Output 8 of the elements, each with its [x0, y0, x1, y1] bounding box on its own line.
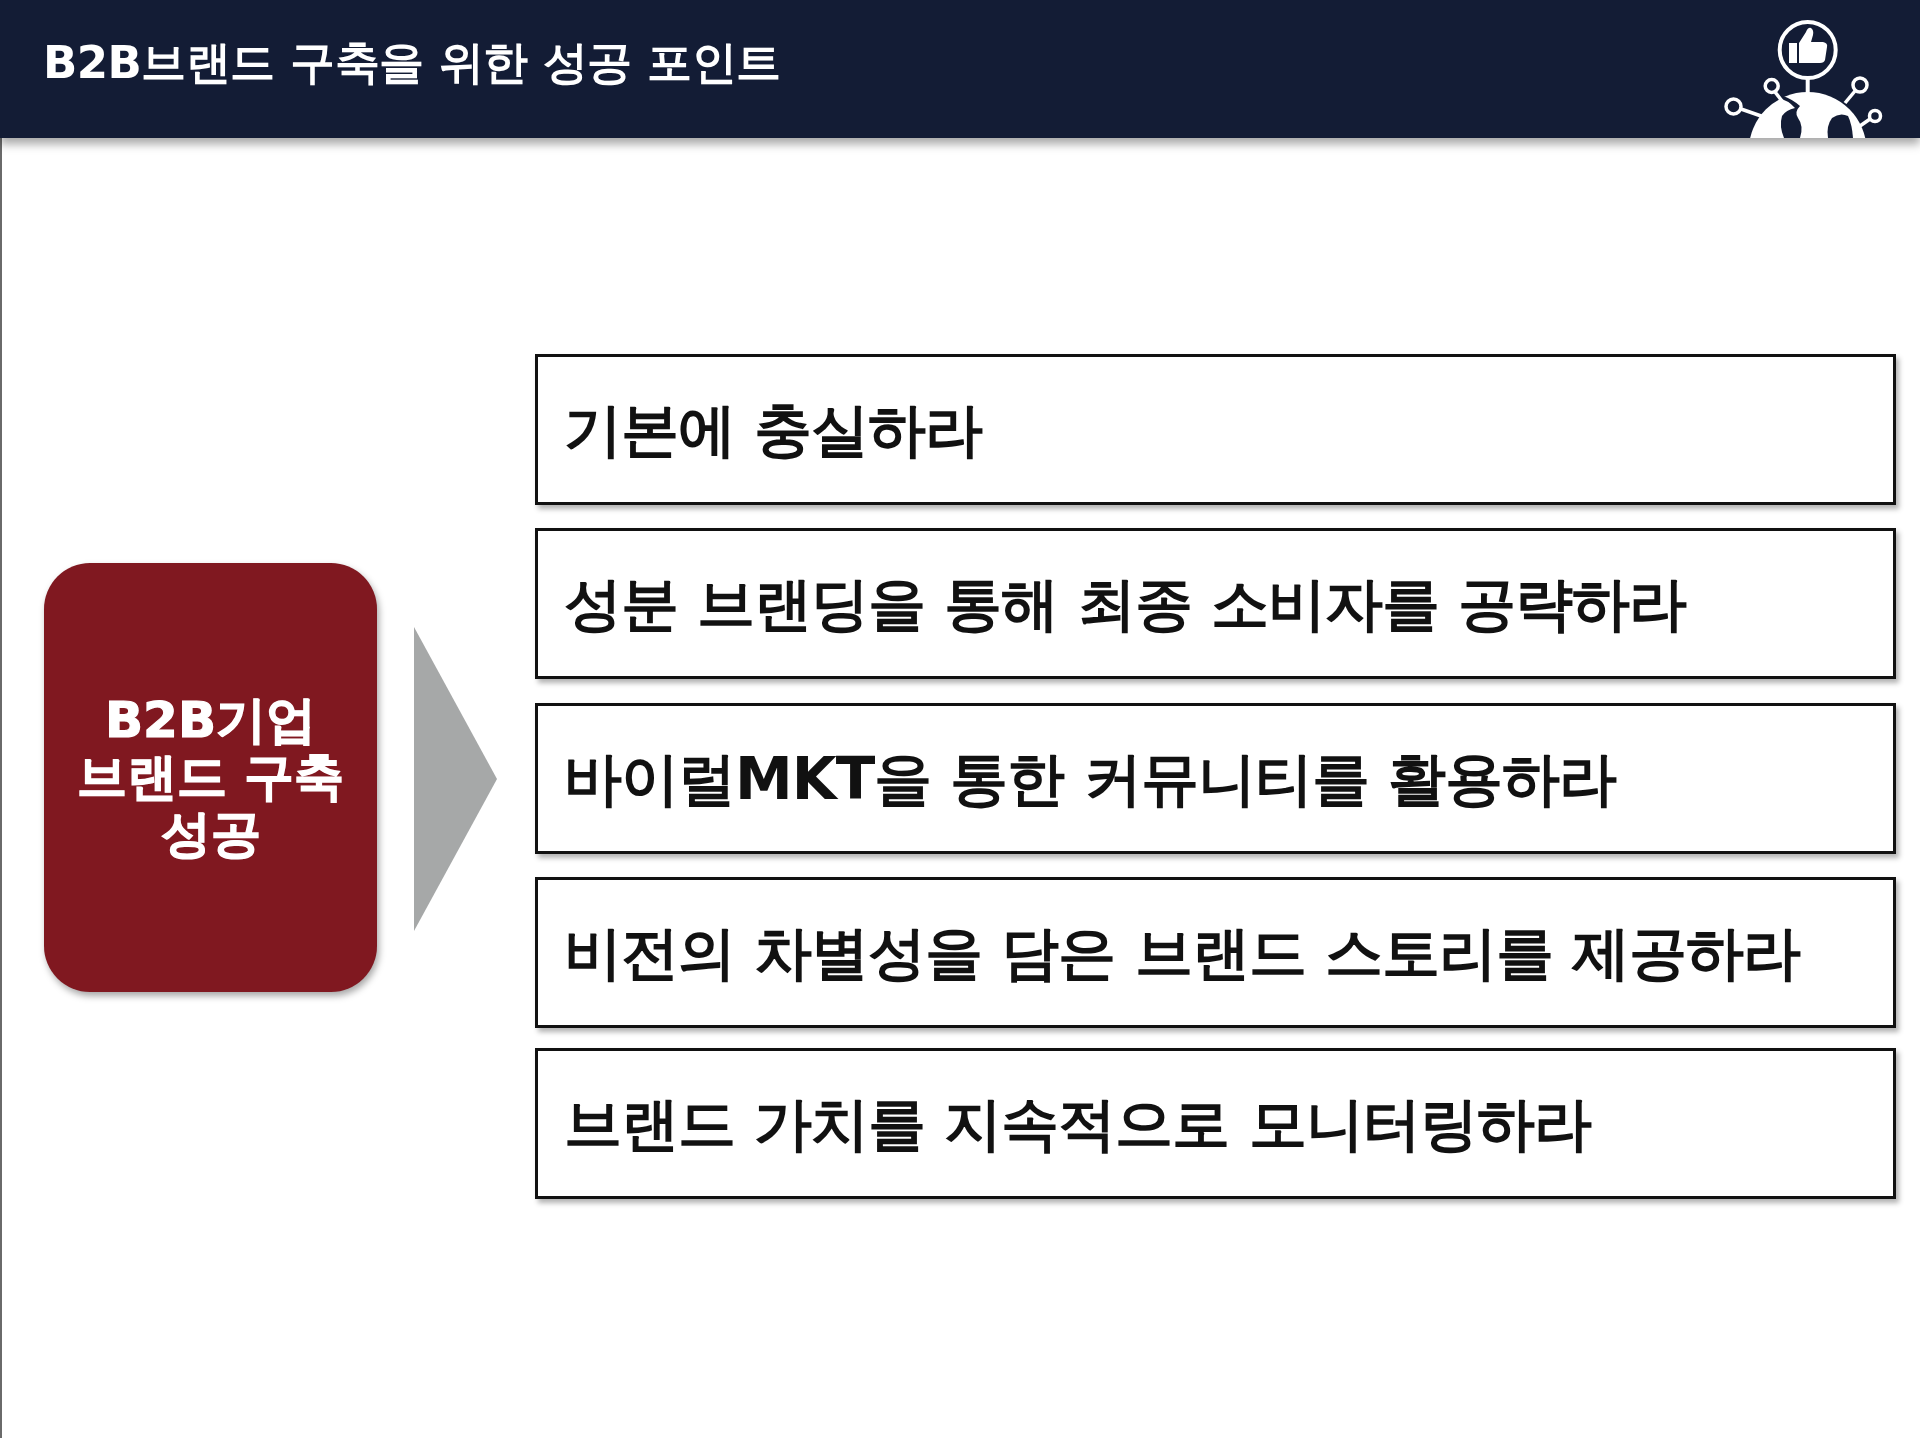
slide-title: B2B브랜드 구축을 위한 성공 포인트: [43, 36, 781, 90]
chevron-arrow: [414, 627, 497, 931]
outlined-box: 성분 브랜딩을 통해 최종 소비자를 공략하라: [535, 528, 1896, 679]
rounded-box: B2B기업 브랜드 구축 성공: [44, 563, 377, 992]
outlined-box: 브랜드 가치를 지속적으로 모니터링하라: [535, 1048, 1896, 1199]
outlined-box: 비전의 차별성을 담은 브랜드 스토리를 제공하라: [535, 877, 1896, 1028]
outlined-box: 기본에 충실하라: [535, 354, 1896, 505]
outlined-box: 바이럴MKT을 통한 커뮤니티를 활용하라: [535, 703, 1896, 854]
